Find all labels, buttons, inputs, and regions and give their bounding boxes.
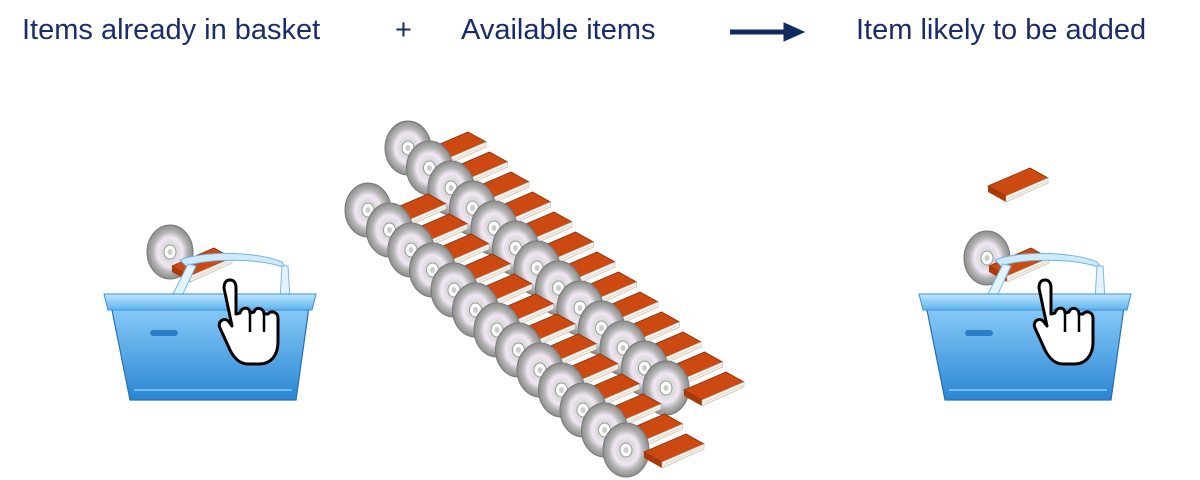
- label-available-items: Available items: [461, 14, 656, 46]
- basket-left: [103, 224, 317, 401]
- label-items-in-basket: Items already in basket: [22, 14, 321, 46]
- arrow-right-icon: [730, 22, 806, 42]
- shopping-basket-icon: [103, 252, 317, 401]
- arrow-head: [783, 22, 806, 42]
- available-items-stack: [344, 120, 745, 478]
- cd-disc-icon: [602, 422, 650, 478]
- book-icon: [987, 167, 1049, 203]
- plus-sign: +: [395, 14, 412, 46]
- shopping-basket-icon: [918, 252, 1132, 401]
- basket-right: [918, 230, 1132, 401]
- label-item-likely-added: Item likely to be added: [856, 14, 1147, 46]
